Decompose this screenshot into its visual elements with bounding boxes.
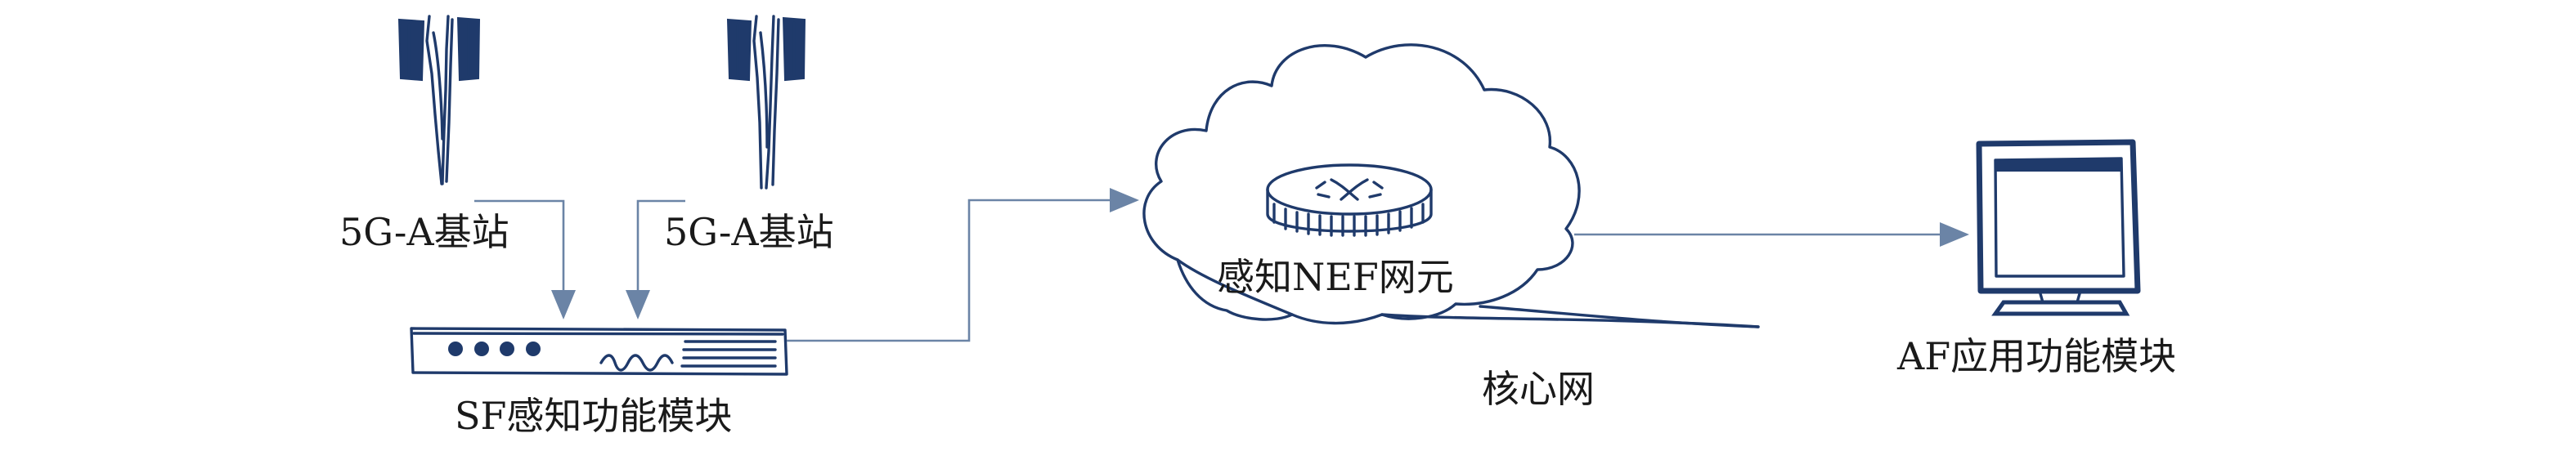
- cloud-icon: [1142, 43, 1581, 325]
- label-af-application-module: AF应用功能模块: [1896, 334, 2176, 378]
- cell-tower-icon: [726, 15, 806, 190]
- label-sf-sensing-module: SF感知功能模块: [455, 394, 732, 438]
- core-network-cloud: 感知NEF网元 核心网: [1142, 43, 1760, 411]
- connector-sf-to-core: [787, 188, 1139, 342]
- network-device-icon: [410, 327, 788, 376]
- router-icon: [1266, 163, 1433, 237]
- af-application-module: AF应用功能模块: [1896, 139, 2176, 378]
- connector-right-bs-to-sf: [626, 199, 685, 319]
- monitor-icon: [1976, 139, 2141, 316]
- label-core-network: 核心网: [1482, 367, 1595, 411]
- cell-tower-icon: [397, 15, 481, 185]
- label-nef-network-element: 感知NEF网元: [1217, 255, 1454, 299]
- label-5g-a-base-station-right: 5G-A基站: [664, 210, 834, 254]
- sf-sensing-module: SF感知功能模块: [410, 327, 788, 438]
- cell-tower-right: 5G-A基站: [664, 15, 834, 254]
- connector-left-bs-to-sf: [474, 199, 576, 319]
- label-5g-a-base-station-left: 5G-A基站: [339, 210, 509, 254]
- cell-tower-left: 5G-A基站: [339, 15, 509, 254]
